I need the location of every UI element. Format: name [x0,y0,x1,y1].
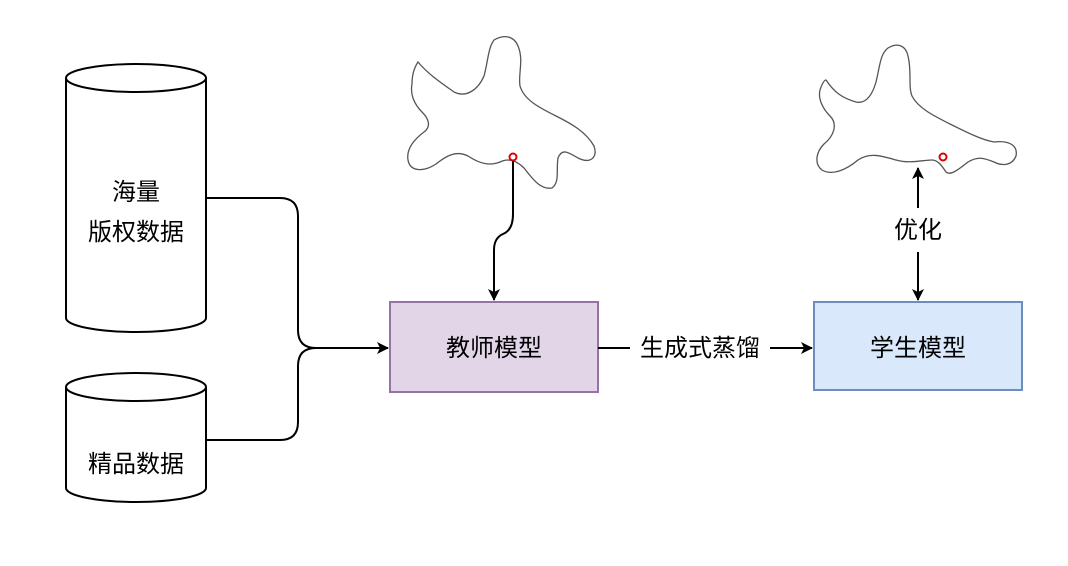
teacher-loss-landscape [407,35,596,189]
teacher-optimum-point [508,152,518,162]
teacher-model-label: 教师模型 [446,334,542,362]
optimization-edge-label: 优化 [894,216,942,244]
edge-distillation: 生成式蒸馏 [598,334,813,362]
database-massive-copyright-data: 海量 版权数据 [65,63,207,333]
database-massive-label-line2: 版权数据 [88,218,184,246]
edge-massive-to-teacher [206,197,389,354]
distillation-edge-label: 生成式蒸馏 [640,334,760,362]
database-massive-label-line1: 海量 [112,178,160,206]
database-premium-label: 精品数据 [88,450,184,478]
teacher-model-box: 教师模型 [389,301,599,393]
edge-landscape-to-teacher [488,161,514,301]
edge-optimization: 优化 [894,167,942,301]
student-model-box: 学生模型 [813,301,1023,391]
student-model-label: 学生模型 [870,334,966,362]
student-optimum-point [938,152,948,162]
edge-premium-to-teacher [206,347,317,441]
database-premium-data: 精品数据 [65,372,207,503]
student-loss-landscape [816,44,1017,174]
